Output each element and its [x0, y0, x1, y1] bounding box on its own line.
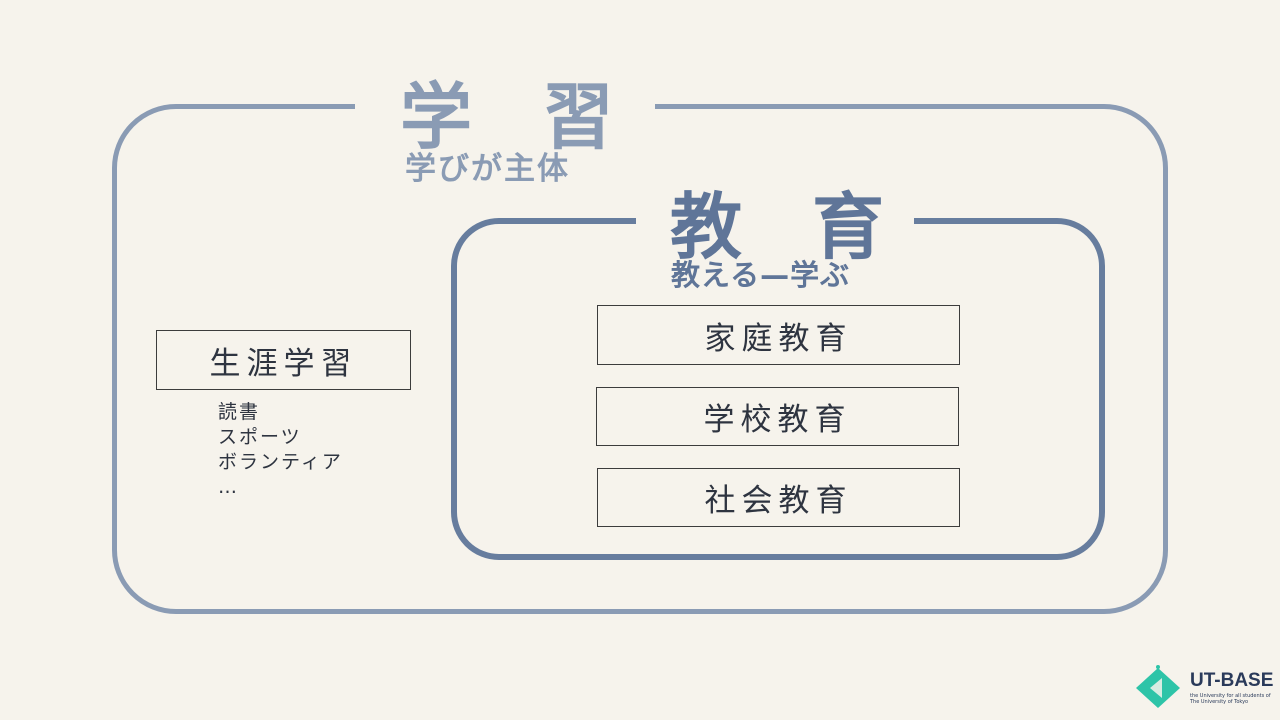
school-education-box: 学校教育: [596, 387, 959, 446]
ut-base-logo: UT-BASE the University for all students …: [1136, 664, 1276, 708]
example-item: ボランティア: [218, 451, 343, 473]
example-item: スポーツ: [218, 426, 302, 448]
logo-wordmark: UT-BASE: [1190, 670, 1274, 691]
example-item: 読書: [218, 401, 261, 423]
education-frame-gap: [636, 210, 914, 232]
social-education-box: 社会教育: [597, 468, 960, 527]
education-title: 教育: [670, 185, 955, 269]
learning-title: 学習: [400, 75, 685, 159]
education-subtitle: 教える—学ぶ: [671, 258, 851, 292]
home-education-box: 家庭教育: [597, 305, 960, 365]
example-item: …: [218, 476, 239, 498]
logo-tagline-line: The University of Tokyo: [1190, 699, 1249, 705]
lifelong-examples: 読書 スポーツ ボランティア …: [218, 400, 343, 500]
logo-tagline-line: the University for all students of: [1190, 693, 1271, 699]
learning-subtitle: 学びが主体: [405, 151, 570, 187]
learning-frame-gap: [355, 95, 655, 115]
logo-tagline: the University for all students of The U…: [1190, 693, 1271, 705]
ut-base-logo-icon: [1136, 665, 1180, 708]
lifelong-learning-box: 生涯学習: [156, 330, 411, 390]
